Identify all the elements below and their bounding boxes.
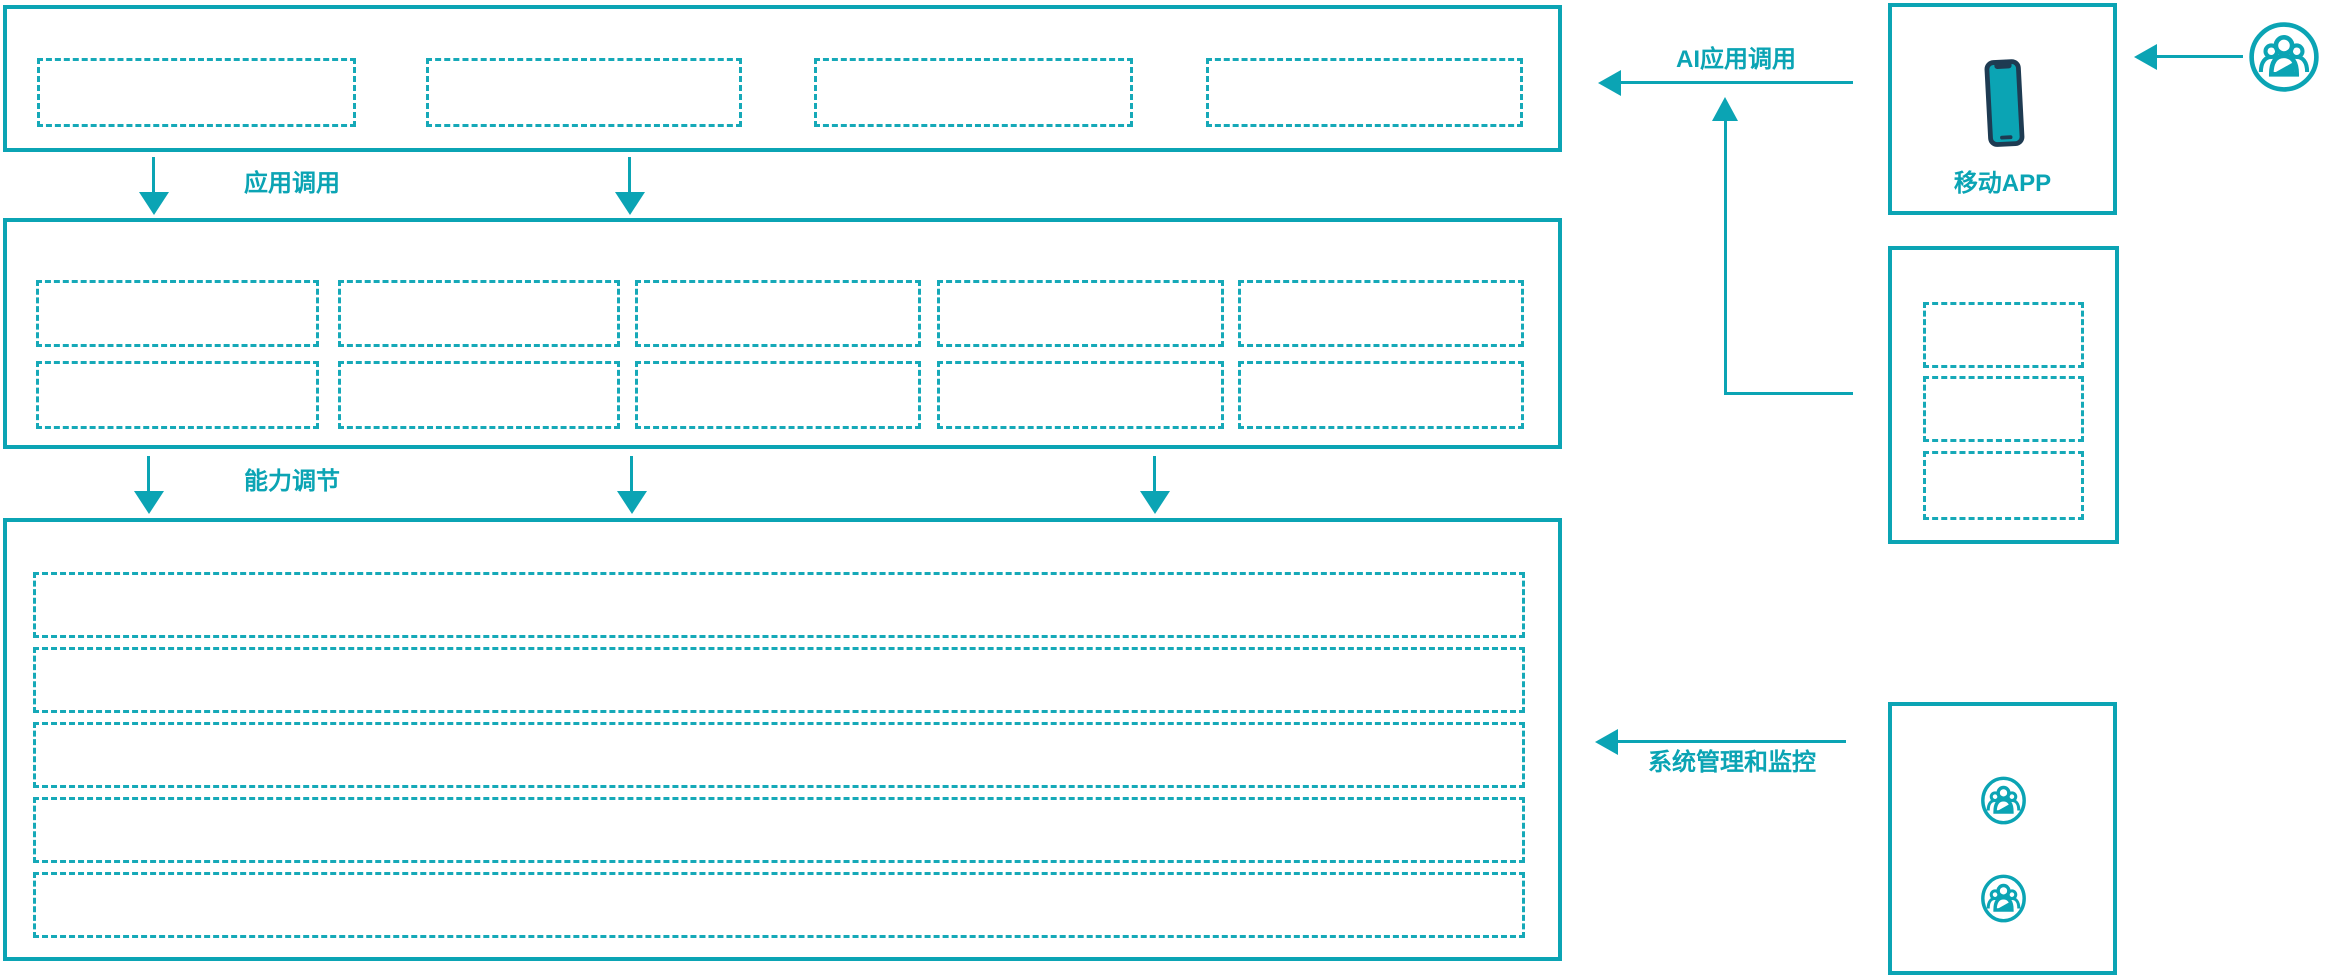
resource-row-box — [33, 647, 1525, 713]
api-placeholder-box — [1923, 451, 2084, 520]
app-placeholder-box — [426, 58, 742, 127]
api-box — [1888, 246, 2119, 544]
ability-placeholder-box — [1238, 361, 1524, 429]
resource-layer-box — [3, 518, 1562, 961]
ability-adjust-arrow-line — [147, 456, 150, 492]
users-icon — [2247, 20, 2321, 94]
ability-adjust-label: 能力调节 — [244, 468, 340, 495]
app-call-arrowhead — [615, 192, 645, 215]
ai-app-call-arrow-line — [1620, 81, 1853, 84]
ability-adjust-arrowhead — [617, 491, 647, 514]
ability-adjust-arrow-line — [630, 456, 633, 492]
ability-placeholder-box — [1238, 280, 1524, 347]
mobile-up-connector-arrowhead — [1712, 97, 1738, 121]
users-icon — [1979, 874, 2028, 923]
user-to-mobile-arrow-line — [2156, 55, 2243, 58]
ai-app-call-label: AI应用调用 — [1676, 46, 1796, 73]
ability-layer-box — [3, 218, 1562, 449]
mobile-app-label: 移动APP — [1953, 170, 2052, 197]
app-call-label: 应用调用 — [244, 170, 340, 197]
ability-placeholder-box — [937, 280, 1224, 347]
app-placeholder-box — [1206, 58, 1523, 127]
app-placeholder-box — [37, 58, 356, 127]
app-placeholder-box — [814, 58, 1133, 127]
sys-admin-label: 系统管理和监控 — [1648, 749, 1816, 776]
smartphone-icon — [1984, 58, 2026, 150]
resource-row-box — [33, 722, 1525, 788]
ability-adjust-arrowhead — [134, 491, 164, 514]
sys-admin-arrow-line — [1617, 740, 1846, 743]
ability-placeholder-box — [635, 280, 921, 347]
ability-placeholder-box — [635, 361, 921, 429]
app-call-arrowhead — [139, 192, 169, 215]
ability-placeholder-box — [338, 361, 620, 429]
mobile-up-connector-line — [1724, 392, 1853, 395]
app-call-arrow-line — [628, 157, 631, 193]
ability-adjust-arrow-line — [1153, 456, 1156, 492]
api-placeholder-box — [1923, 302, 2084, 368]
resource-row-box — [33, 572, 1525, 638]
ability-placeholder-box — [937, 361, 1224, 429]
ability-adjust-arrowhead — [1140, 491, 1170, 514]
ability-placeholder-box — [338, 280, 620, 347]
app-layer-box — [3, 5, 1562, 152]
api-placeholder-box — [1923, 376, 2084, 442]
admin-box — [1888, 702, 2117, 975]
users-icon — [1979, 776, 2028, 825]
ai-app-call-arrowhead — [1598, 70, 1621, 96]
resource-row-box — [33, 797, 1525, 863]
user-to-mobile-arrowhead — [2134, 44, 2157, 70]
app-call-arrow-line — [152, 157, 155, 193]
mobile-up-connector-line — [1724, 120, 1727, 395]
ability-placeholder-box — [36, 280, 319, 347]
sys-admin-arrowhead — [1595, 729, 1618, 755]
ability-placeholder-box — [36, 361, 319, 429]
resource-row-box — [33, 872, 1525, 938]
